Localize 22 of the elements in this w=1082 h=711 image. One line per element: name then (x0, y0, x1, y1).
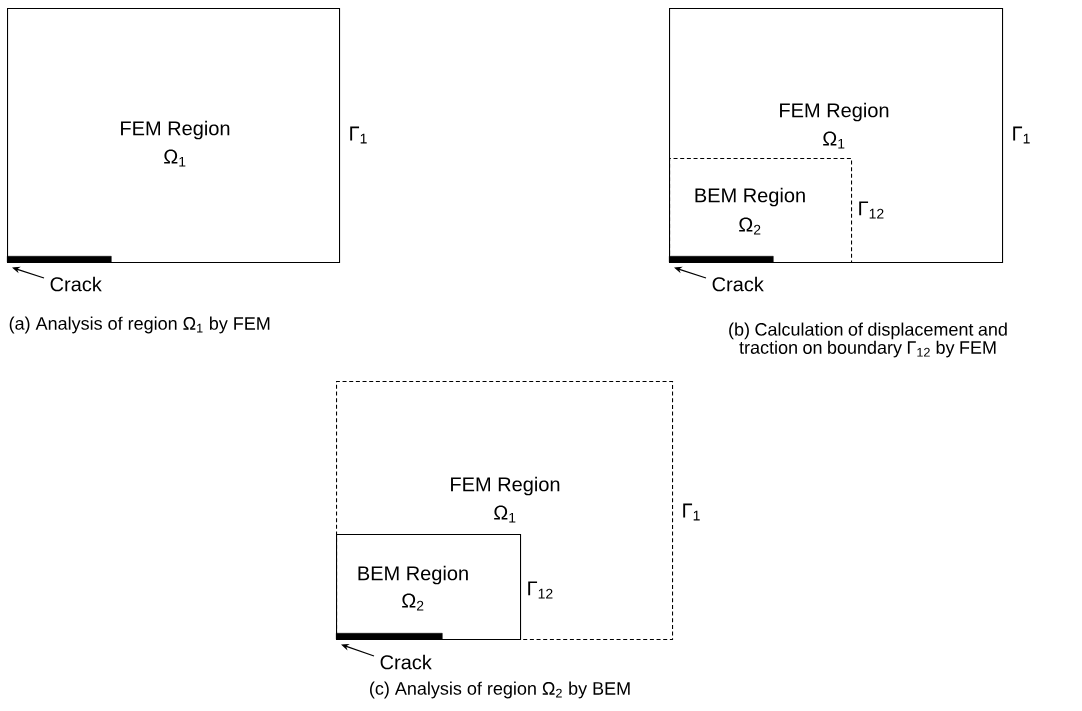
region-label: FEM Region (780, 102, 889, 122)
boundary-label: Γ$_{1}$ (350, 126, 367, 144)
region-symbol: Ω$_{1}$ (164, 149, 186, 167)
crack-bar (7, 256, 112, 263)
boundary-label: Γ$_{12}$ (859, 201, 884, 219)
arrow (341, 644, 375, 657)
region-symbol: Ω$_{2}$ (402, 593, 424, 611)
region-label: BEM Region (358, 565, 468, 585)
boundary-label: Γ$_{12}$ (528, 581, 553, 599)
region-symbol: Ω$_{2}$ (739, 217, 761, 235)
crack-bar (669, 256, 774, 263)
region-label: BEM Region (695, 187, 805, 207)
region-label: FEM Region (121, 120, 230, 140)
boundary-label: Γ$_{1}$ (683, 503, 700, 521)
region-symbol: Ω$_{1}$ (494, 505, 516, 523)
crack-label: Crack (712, 276, 764, 292)
boundary-label: Γ$_{1}$ (1013, 126, 1030, 144)
region-symbol: Ω$_{1}$ (823, 131, 845, 149)
crack-label: Crack (380, 654, 432, 670)
crack-label: Crack (50, 276, 102, 292)
region-label: FEM Region (451, 476, 560, 496)
crack-bar (336, 633, 443, 640)
